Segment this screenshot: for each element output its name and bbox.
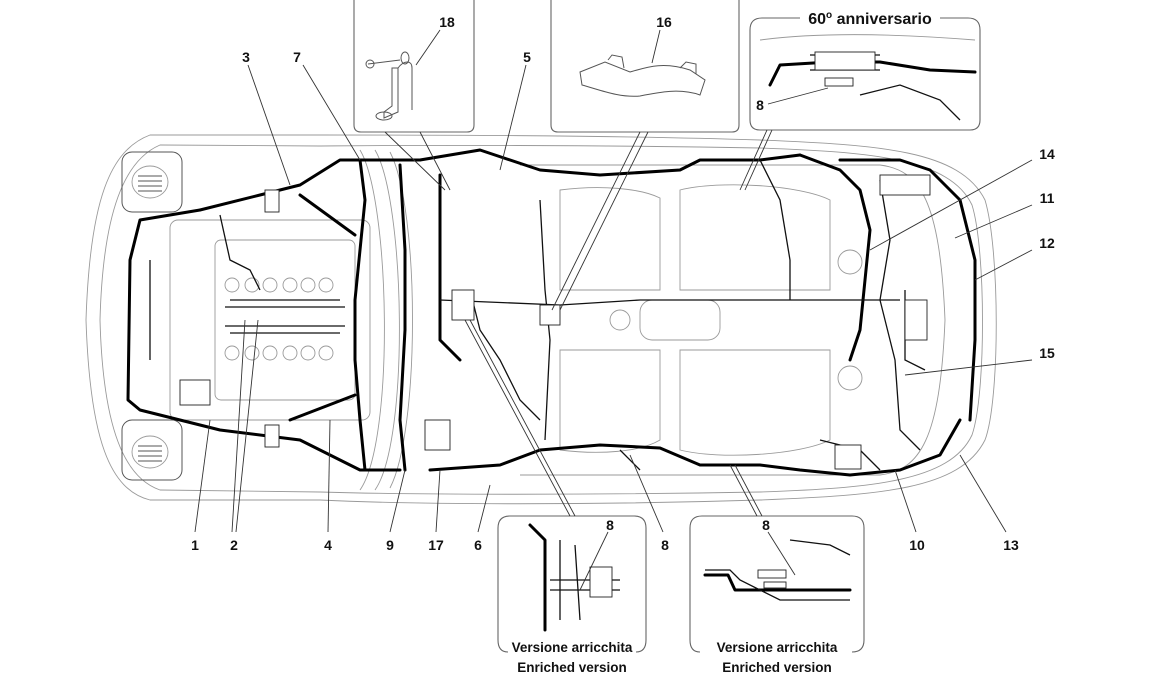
caption-italian-right: Versione arricchita <box>717 640 838 655</box>
callout-6: 6 <box>474 537 482 553</box>
callout-15: 15 <box>1039 345 1055 361</box>
inset-enriched-left: 8 Versione arricchita Enriched version <box>464 319 647 675</box>
bracket-part-icon <box>365 51 413 121</box>
callout-8-anniversary: 8 <box>756 97 764 113</box>
callout-8: 8 <box>661 537 669 553</box>
engine-block <box>169 219 371 421</box>
callout-16: 16 <box>656 14 672 30</box>
callout-9: 9 <box>386 537 394 553</box>
callout-12: 12 <box>1039 235 1055 251</box>
callout-4: 4 <box>324 537 332 553</box>
caption-english-left: Enriched version <box>517 660 627 675</box>
caption-english-right: Enriched version <box>722 660 832 675</box>
callout-8-enriched-right: 8 <box>762 517 770 533</box>
callout-leaders <box>194 64 1033 533</box>
inset-enriched-right: 8 Versione arricchita Enriched version <box>689 464 865 675</box>
callout-2: 2 <box>230 537 238 553</box>
connectors <box>179 174 931 470</box>
headlight-front-right <box>121 419 183 481</box>
callout-7: 7 <box>293 49 301 65</box>
callout-3: 3 <box>242 49 250 65</box>
seats <box>559 184 831 456</box>
callout-13: 13 <box>1003 537 1019 553</box>
callout-1: 1 <box>191 537 199 553</box>
callout-labels: 3 7 5 14 11 12 15 1 2 4 9 17 6 8 10 13 <box>191 49 1055 553</box>
callout-8-enriched-left: 8 <box>606 517 614 533</box>
headlight-front-left <box>121 151 183 213</box>
caption-italian-left: Versione arricchita <box>512 640 633 655</box>
inset-cover: 16 <box>550 0 740 311</box>
callout-14: 14 <box>1039 146 1055 162</box>
callout-17: 17 <box>428 537 444 553</box>
inset-60-anniversario: 60o anniversario 8 <box>739 10 981 191</box>
callout-11: 11 <box>1040 190 1055 206</box>
inset-bracket: 18 <box>353 0 475 191</box>
cover-part-icon <box>579 54 706 97</box>
inset-anniversary-title: 60o anniversario <box>808 10 932 28</box>
callout-10: 10 <box>909 537 925 553</box>
callout-5: 5 <box>523 49 531 65</box>
callout-18: 18 <box>439 14 455 30</box>
